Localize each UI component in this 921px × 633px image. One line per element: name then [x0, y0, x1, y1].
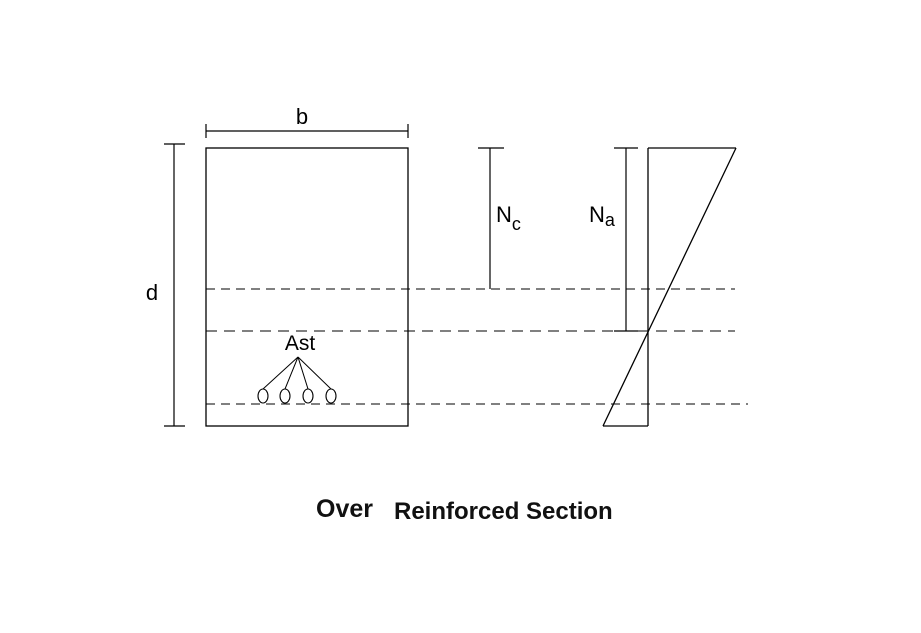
steel-bar	[325, 388, 337, 404]
steel-area-label: Ast	[285, 332, 316, 355]
width-dimension	[205, 124, 409, 138]
nc-label-base: N	[496, 202, 512, 227]
nc-dimension	[478, 147, 504, 289]
steel-leader-lines	[262, 356, 332, 390]
steel-bar	[302, 388, 314, 404]
title-part-reinforced-section: Reinforced Section	[394, 498, 613, 525]
depth-label: d	[146, 280, 158, 305]
nc-label: Nc	[496, 202, 521, 234]
steel-bars	[257, 388, 337, 404]
na-label-base: N	[589, 202, 605, 227]
title-part-over: Over	[316, 495, 373, 523]
na-label: Na	[589, 202, 616, 230]
na-label-sub: a	[605, 210, 616, 230]
strain-diagram	[602, 147, 737, 427]
nc-label-sub: c	[512, 214, 521, 234]
steel-bar	[279, 388, 291, 404]
beam-section	[205, 147, 409, 427]
na-dimension	[614, 147, 638, 332]
depth-dimension	[164, 143, 185, 427]
steel-bar	[257, 388, 269, 404]
width-label: b	[296, 104, 308, 129]
